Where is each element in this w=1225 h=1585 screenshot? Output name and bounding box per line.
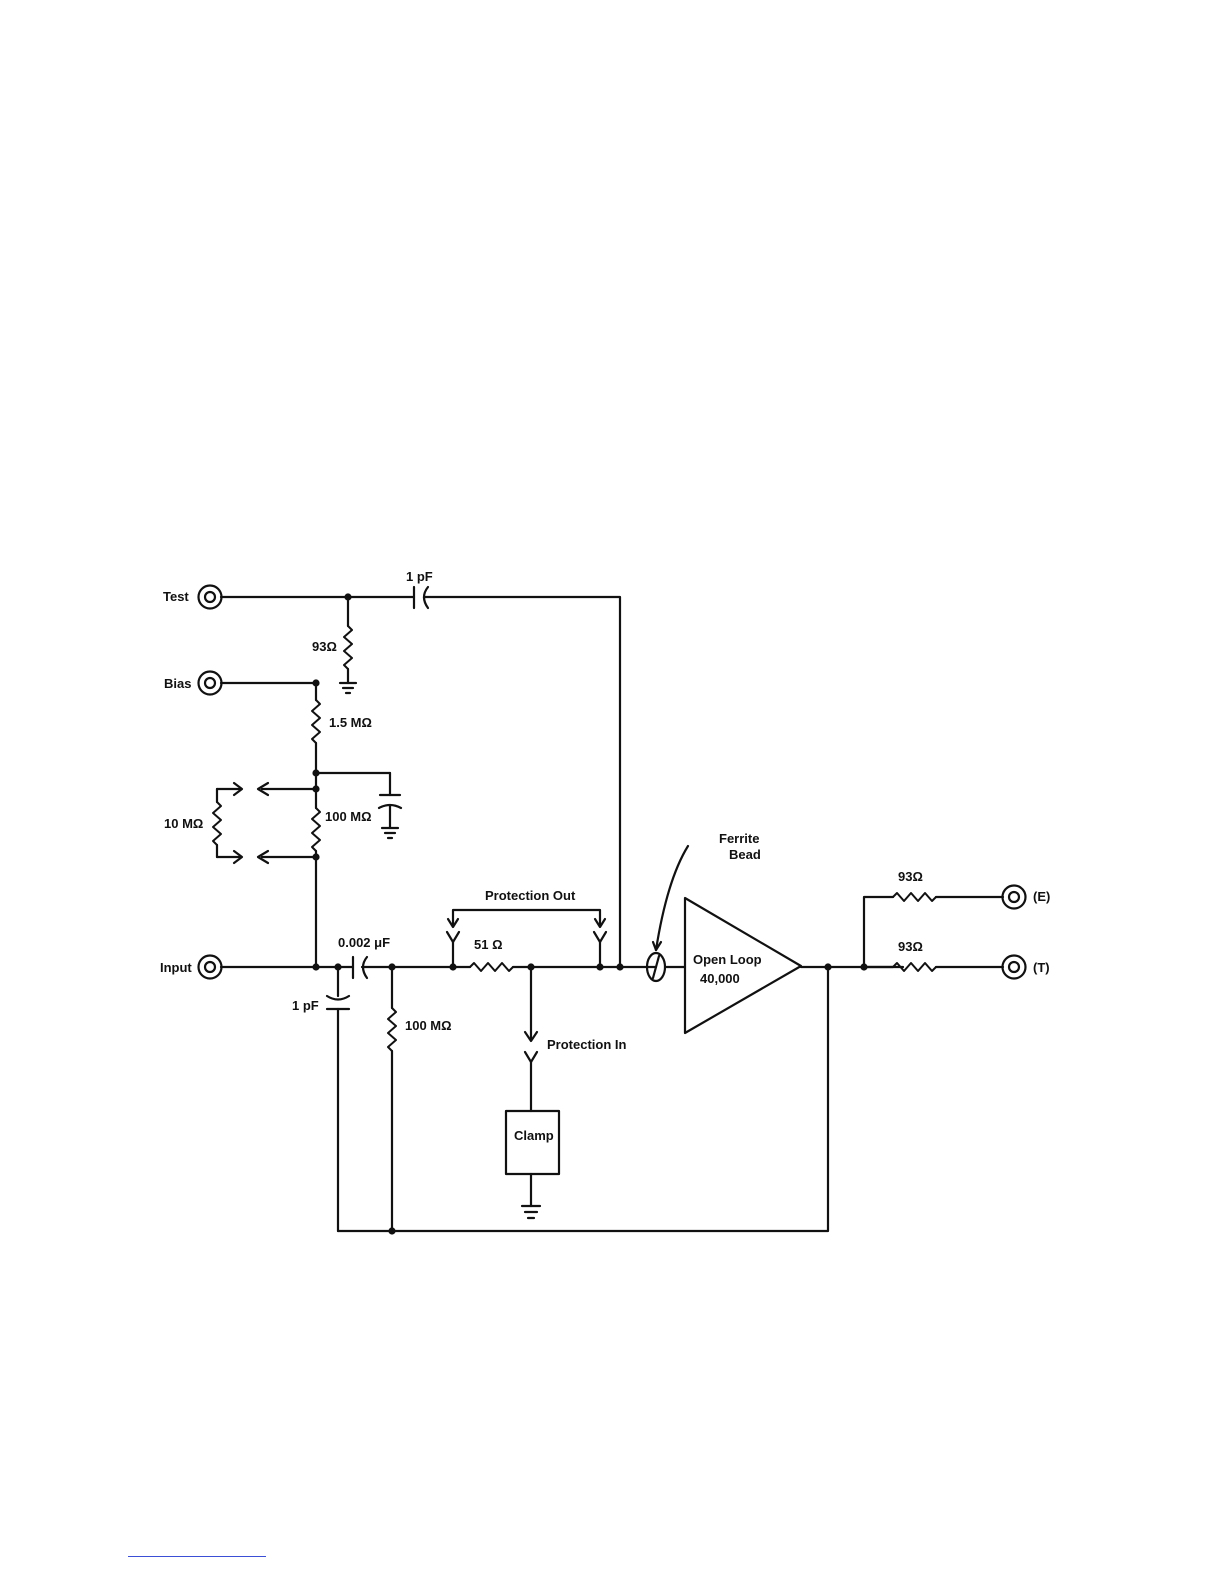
label-ferrite: Ferrite bbox=[719, 831, 759, 846]
label-res-93-test: 93Ω bbox=[312, 639, 337, 654]
label-cap-1pf-top: 1 pF bbox=[406, 569, 433, 584]
label-bias: Bias bbox=[164, 676, 191, 691]
resistor-100m-top bbox=[312, 808, 320, 851]
label-res-93-t: 93Ω bbox=[898, 939, 923, 954]
label-res-93-e: 93Ω bbox=[898, 869, 923, 884]
output-jack-t bbox=[1003, 956, 1026, 979]
label-out-e: (E) bbox=[1033, 889, 1050, 904]
resistor-51 bbox=[470, 963, 513, 971]
label-amp-gain: 40,000 bbox=[700, 971, 740, 986]
label-res-100m-bottom: 100 MΩ bbox=[405, 1018, 452, 1033]
ground-symbol-3 bbox=[522, 1206, 540, 1218]
label-cap-1pf-bottom: 1 pF bbox=[292, 998, 319, 1013]
resistor-93-t bbox=[893, 963, 936, 971]
label-out-t: (T) bbox=[1033, 960, 1050, 975]
resistor-100m-bottom bbox=[388, 1008, 396, 1051]
bias-jack bbox=[199, 672, 222, 695]
label-res-100m-top: 100 MΩ bbox=[325, 809, 372, 824]
test-jack bbox=[199, 586, 222, 609]
ferrite-bead bbox=[647, 846, 688, 981]
label-cap-0-002uf: 0.002 μF bbox=[338, 935, 390, 950]
ground-symbol-1 bbox=[340, 683, 356, 693]
label-protection-in: Protection In bbox=[547, 1037, 627, 1052]
capacitor-1pf-input bbox=[327, 996, 349, 1009]
ground-symbol-2 bbox=[382, 828, 398, 838]
resistor-93-e bbox=[893, 893, 936, 901]
resistor-10m-plugin bbox=[213, 783, 316, 863]
input-jack bbox=[199, 956, 222, 979]
resistor-1-5m bbox=[312, 700, 320, 743]
label-res-51: 51 Ω bbox=[474, 937, 503, 952]
protection-out-connector bbox=[447, 910, 606, 967]
feedback-rail bbox=[338, 967, 828, 1231]
label-res-10m: 10 MΩ bbox=[164, 816, 203, 831]
footer-rule bbox=[128, 1556, 266, 1557]
label-bead: Bead bbox=[729, 847, 761, 862]
label-test: Test bbox=[163, 589, 189, 604]
label-protection-out: Protection Out bbox=[485, 888, 576, 903]
output-jack-e bbox=[1003, 886, 1026, 909]
resistor-93-test bbox=[344, 626, 352, 669]
label-input: Input bbox=[160, 960, 192, 975]
label-res-1-5m: 1.5 MΩ bbox=[329, 715, 372, 730]
label-clamp: Clamp bbox=[514, 1128, 554, 1143]
label-amp-open-loop: Open Loop bbox=[693, 952, 762, 967]
